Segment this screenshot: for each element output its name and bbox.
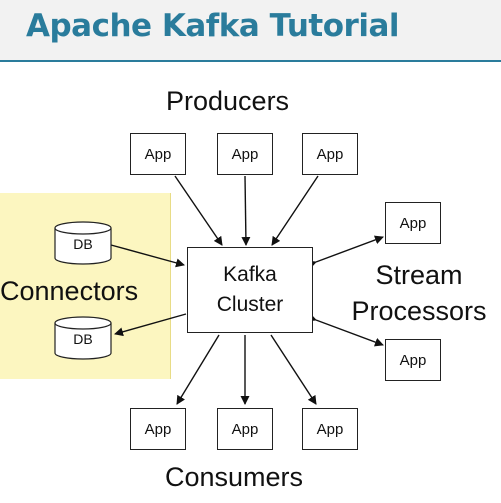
stream-label-line2: Processors xyxy=(351,296,487,326)
consumer-app-1: App xyxy=(130,408,186,450)
consumer-app-2: App xyxy=(217,408,273,450)
connectors-label: Connectors xyxy=(0,276,139,306)
kafka-line2: Cluster xyxy=(216,293,284,316)
producers-label: Producers xyxy=(166,86,290,116)
stream-app-2: App xyxy=(385,339,441,381)
arrow-consumer-3 xyxy=(270,334,317,405)
db-label-2: DB xyxy=(73,331,93,347)
consumers-label: Consumers xyxy=(165,462,304,492)
arrow-producer-1 xyxy=(174,175,223,246)
producer-app-2: App xyxy=(217,133,273,175)
stream-label-line1: Stream xyxy=(375,260,463,290)
title-divider xyxy=(0,60,501,62)
producer-app-1: App xyxy=(130,133,186,175)
arrow-producer-3 xyxy=(271,175,319,246)
arrow-producer-2 xyxy=(241,175,251,246)
db-label-1: DB xyxy=(73,236,93,252)
consumer-app-3: App xyxy=(302,408,358,450)
database-icon-2: DB xyxy=(54,316,112,360)
producer-app-3: App xyxy=(302,133,358,175)
arrow-consumer-1 xyxy=(176,334,220,405)
stream-processors-label: Stream Processors xyxy=(344,257,494,329)
database-icon-1: DB xyxy=(54,221,112,265)
page-title: Apache Kafka Tutorial xyxy=(26,8,400,44)
arrow-db-out xyxy=(114,313,187,337)
kafka-cluster-box: Kafka Cluster xyxy=(187,247,313,333)
title-bar: Apache Kafka Tutorial xyxy=(0,0,501,60)
stream-app-1: App xyxy=(385,202,441,244)
arrow-stream-1 xyxy=(306,235,384,270)
kafka-line1: Kafka xyxy=(223,263,277,286)
arrow-stream-2 xyxy=(306,312,384,347)
arrow-db-in xyxy=(110,244,185,268)
